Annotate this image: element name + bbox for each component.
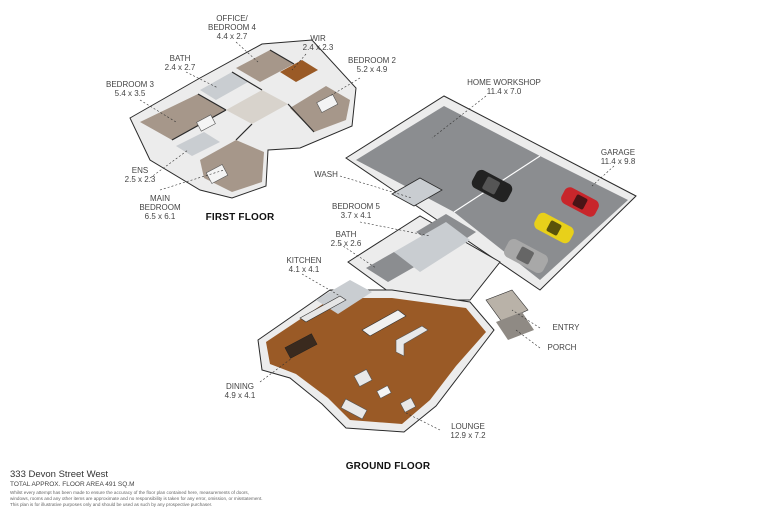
disclaimer-line: windows, rooms and any other items are a…: [10, 496, 263, 501]
hall-lower: [394, 222, 470, 272]
armchair-2: [399, 397, 417, 413]
label-bath-upper: BATH 2.4 x 2.7: [164, 54, 196, 72]
label-office-bedroom-4: OFFICE/ BEDROOM 4 4.4 x 2.7: [207, 14, 257, 41]
label-kitchen: KITCHEN 4.1 x 4.1: [286, 256, 322, 274]
office-floor: [236, 50, 294, 82]
kitchen-bench: [299, 295, 347, 323]
total-floor-area: TOTAL APPROX. FLOOR AREA 491 SQ.M: [10, 481, 135, 488]
ground-floor-plan: [257, 95, 637, 433]
wir-floor: [280, 60, 318, 82]
first-floor-plan: [129, 39, 357, 199]
sofa-l-shape: [395, 325, 429, 357]
bed-bedroom-3: [196, 114, 216, 132]
property-address: 333 Devon Street West: [10, 469, 109, 480]
disclaimer-line: This plan is for illustrative purposes o…: [10, 502, 213, 507]
first-floor-hall: [226, 90, 288, 124]
wash-floor: [391, 177, 443, 207]
leader-lines: [139, 41, 615, 431]
label-wash: WASH: [314, 170, 338, 179]
car-red: [561, 187, 599, 217]
bedroom-3-floor: [140, 94, 226, 140]
first-floor-title: FIRST FLOOR: [205, 212, 275, 223]
ground-floor-title: GROUND FLOOR: [345, 461, 431, 472]
label-main-bedroom: MAIN BEDROOM 6.5 x 6.1: [139, 194, 181, 221]
label-bath-lower: BATH 2.5 x 2.6: [330, 230, 362, 248]
bath-lower-floor: [366, 252, 416, 282]
disclaimer: Whilst every attempt has been made to en…: [10, 490, 340, 508]
living-wood-floor: [266, 298, 486, 424]
kitchen-island: [361, 309, 407, 337]
label-dining: DINING 4.9 x 4.1: [224, 382, 256, 400]
label-lounge: LOUNGE 12.9 x 7.2: [450, 422, 486, 440]
car-silver: [503, 238, 549, 274]
bath-upper-floor: [200, 72, 248, 100]
label-porch: PORCH: [547, 343, 577, 352]
label-bedroom-5: BEDROOM 5 3.7 x 4.1: [331, 202, 381, 220]
sofa-lounge: [340, 398, 368, 420]
label-wir: WIR 2.4 x 2.3: [302, 34, 334, 52]
label-bedroom-3: BEDROOM 3 5.4 x 3.5: [105, 80, 155, 98]
label-entry: ENTRY: [552, 323, 580, 332]
bed-main: [205, 164, 229, 184]
label-home-workshop: HOME WORKSHOP 11.4 x 7.0: [467, 78, 541, 96]
ens-floor: [176, 132, 220, 156]
label-garage: GARAGE 11.4 x 9.8: [600, 148, 636, 166]
car-yellow: [534, 212, 574, 244]
coffee-table: [376, 385, 392, 399]
label-ens: ENS 2.5 x 2.3: [124, 166, 156, 184]
disclaimer-line: Whilst every attempt has been made to en…: [10, 490, 250, 495]
car-black: [471, 169, 513, 203]
dining-table: [284, 333, 318, 359]
armchair-1: [353, 369, 373, 387]
bed-bedroom-2: [316, 93, 339, 113]
label-bedroom-2: BEDROOM 2 5.2 x 4.9: [347, 56, 397, 74]
porch-floor: [496, 312, 534, 340]
